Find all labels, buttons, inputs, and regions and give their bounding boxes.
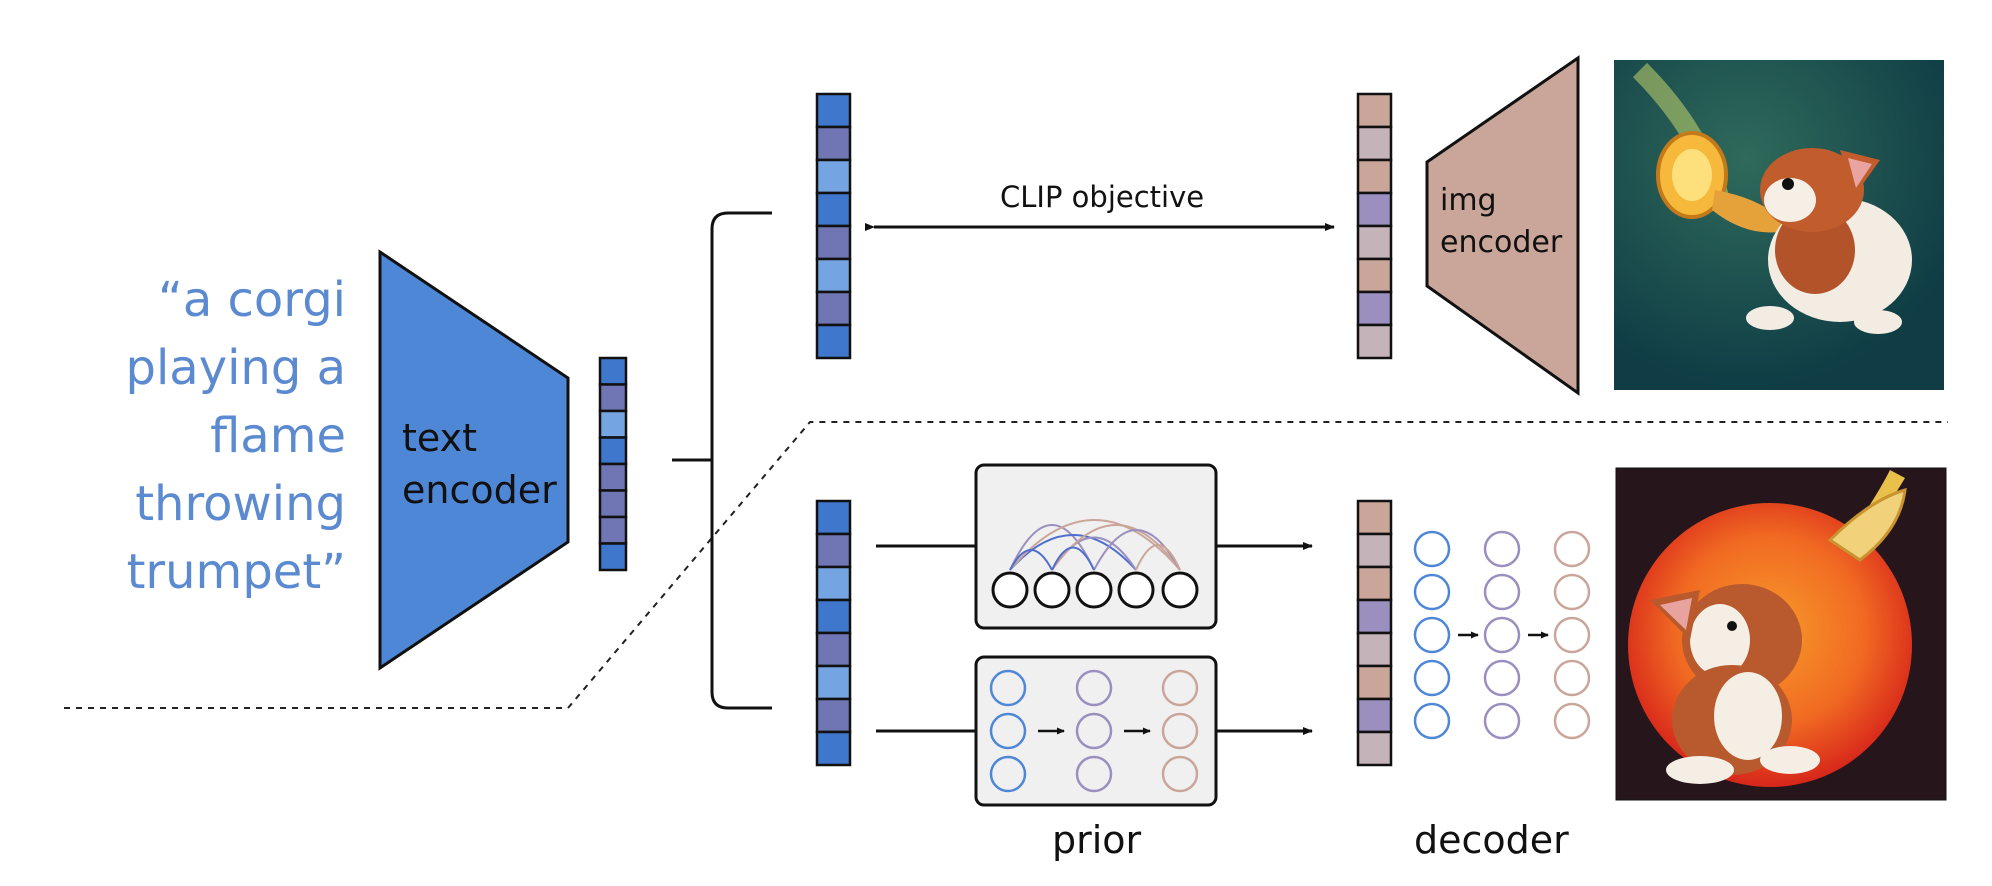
separator-line-bottom <box>64 421 1948 709</box>
embedding-cell <box>598 462 628 492</box>
node-circle <box>1075 712 1113 750</box>
embedding-cell <box>598 356 628 386</box>
embedding-cell <box>1356 631 1393 668</box>
clip-text-embedding <box>815 92 852 360</box>
node-circle <box>1553 616 1591 654</box>
embedding-cell <box>815 191 852 228</box>
node-circle <box>1483 702 1521 740</box>
node-circle <box>1161 755 1199 793</box>
node-circle <box>989 712 1027 750</box>
prompt-caption: “a corgi playing a flame throwing trumpe… <box>96 266 346 606</box>
embedding-cell <box>815 257 852 294</box>
node-circle <box>1075 669 1113 707</box>
embedding-cell <box>598 436 628 466</box>
embedding-cell <box>1356 565 1393 602</box>
decoder-circles <box>1413 530 1591 740</box>
embedding-cell <box>598 383 628 413</box>
node-circle <box>1161 669 1199 707</box>
embedding-cell <box>815 290 852 327</box>
embedding-cell <box>1356 125 1393 162</box>
node-circle <box>1413 616 1451 654</box>
embedding-cell <box>1356 499 1393 536</box>
branch-connector <box>672 211 772 710</box>
embedding-cell <box>815 697 852 734</box>
embedding-cell <box>598 489 628 519</box>
caption-line: “a corgi <box>158 272 346 328</box>
corgi-image-bottom <box>1615 467 1947 801</box>
embedding-cell <box>1356 191 1393 228</box>
embedding-cell <box>815 158 852 195</box>
node-circle <box>1553 530 1591 568</box>
prior-diffusion-box <box>974 655 1218 807</box>
embedding-cell <box>815 125 852 162</box>
embedding-cell <box>1356 598 1393 635</box>
prior-input-embedding <box>815 499 852 767</box>
clip-image-embedding <box>1356 92 1393 360</box>
embedding-cell <box>1356 158 1393 195</box>
text-embedding <box>598 356 628 572</box>
caption-line: throwing <box>135 476 346 532</box>
node-circle <box>1483 573 1521 611</box>
caption-line: flame <box>210 408 346 464</box>
embedding-cell <box>1356 323 1393 360</box>
embedding-cell <box>815 532 852 569</box>
embedding-cell <box>598 515 628 545</box>
embedding-cell <box>815 92 852 129</box>
clip-objective-label: CLIP objective <box>1000 180 1205 214</box>
text-encoder-block <box>378 249 570 671</box>
text-encoder-label: text encoder <box>402 416 557 512</box>
embedding-cell <box>815 664 852 701</box>
embedding-cell <box>598 542 628 572</box>
node-circle <box>1483 530 1521 568</box>
embedding-cell <box>1356 224 1393 261</box>
img-encoder-block <box>1425 55 1580 396</box>
node-circle <box>1413 702 1451 740</box>
node-circle <box>989 755 1027 793</box>
embedding-cell <box>815 224 852 261</box>
caption-line: playing a <box>125 340 346 396</box>
node-circle <box>1413 530 1451 568</box>
embedding-cell <box>815 598 852 635</box>
embedding-cell <box>1356 697 1393 734</box>
embedding-cell <box>1356 92 1393 129</box>
embedding-cell <box>1356 664 1393 701</box>
autoregressive-arcs <box>1009 519 1181 571</box>
corgi-image-top <box>1614 60 1944 390</box>
embedding-cell <box>1356 730 1393 767</box>
autoregressive-tokens <box>991 571 1199 609</box>
prior-label: prior <box>1052 818 1142 862</box>
node-circle <box>1553 573 1591 611</box>
embedding-cell <box>1356 532 1393 569</box>
node-circle <box>1413 659 1451 697</box>
prior-diffusion-circles <box>989 669 1199 793</box>
node-circle <box>1483 659 1521 697</box>
embedding-cell <box>598 409 628 439</box>
node-circle <box>1553 659 1591 697</box>
caption-line: trumpet” <box>126 544 346 600</box>
node-circle <box>1075 755 1113 793</box>
node-circle <box>989 669 1027 707</box>
embedding-cell <box>1356 290 1393 327</box>
node-circle <box>1413 573 1451 611</box>
embedding-cell <box>1356 257 1393 294</box>
img-encoder-label: img encoder <box>1440 183 1563 260</box>
embedding-cell <box>815 323 852 360</box>
decoder-input-embedding <box>1356 499 1393 767</box>
decoder-label: decoder <box>1414 818 1569 862</box>
embedding-cell <box>815 730 852 767</box>
embedding-cell <box>815 631 852 668</box>
embedding-cell <box>815 499 852 536</box>
node-circle <box>1553 702 1591 740</box>
node-circle <box>1483 616 1521 654</box>
node-circle <box>1161 712 1199 750</box>
embedding-cell <box>815 565 852 602</box>
